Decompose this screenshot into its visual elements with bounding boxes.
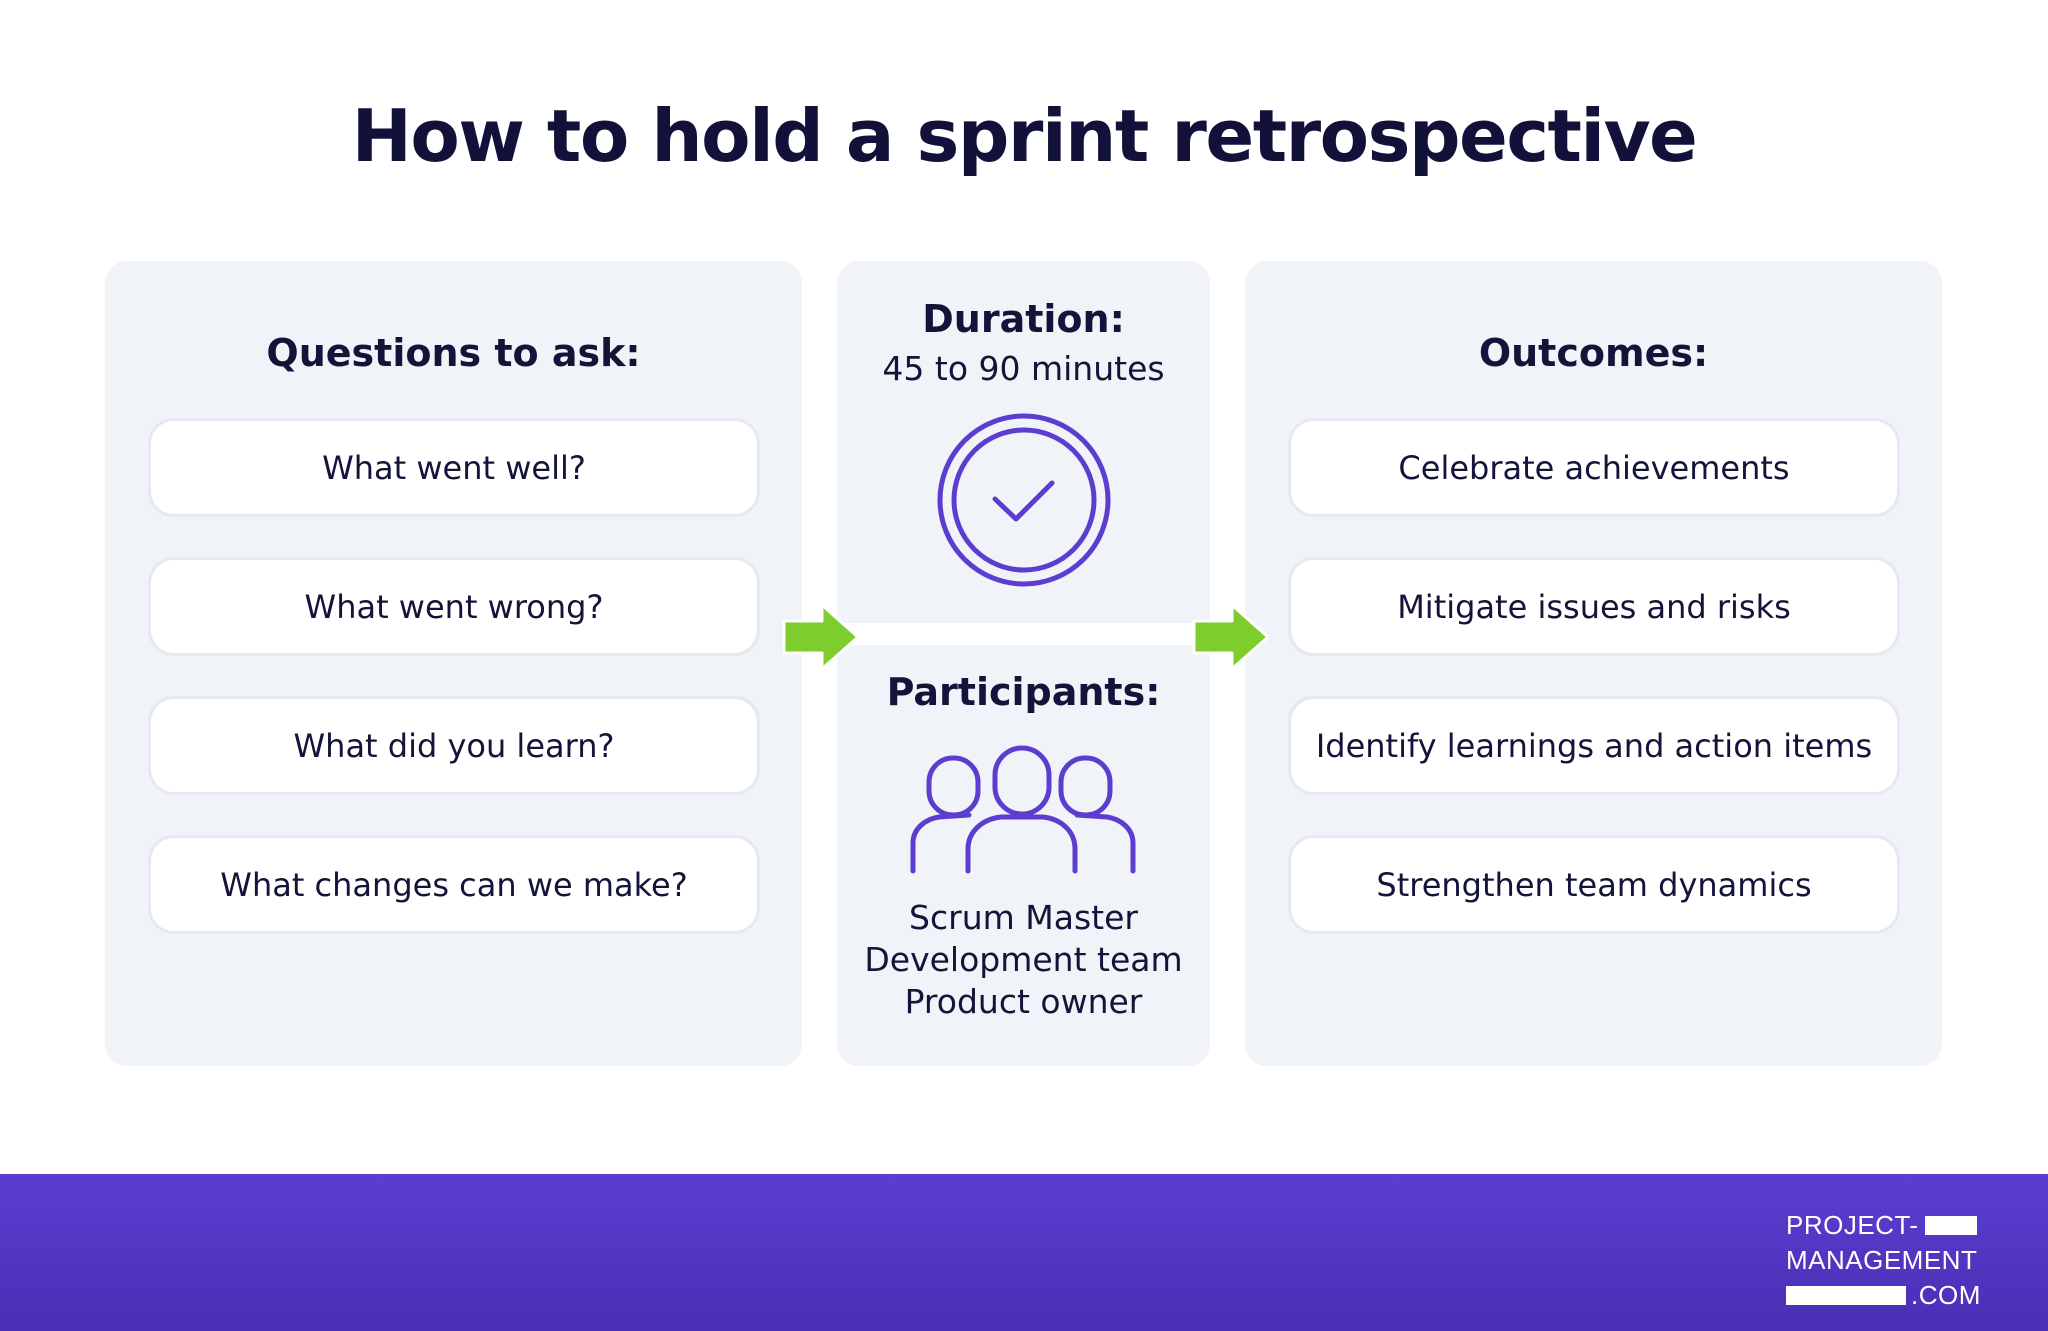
participants-list: Scrum Master Development team Product ow… bbox=[837, 897, 1210, 1023]
question-item: What changes can we make? bbox=[148, 835, 760, 934]
arrow-right-icon bbox=[1192, 603, 1270, 671]
outcome-item: Strengthen team dynamics bbox=[1288, 835, 1900, 934]
outcomes-panel: Outcomes: Celebrate achievements Mitigat… bbox=[1245, 261, 1942, 1066]
questions-panel: Questions to ask: What went well? What w… bbox=[105, 261, 802, 1066]
duration-panel: Duration: 45 to 90 minutes bbox=[837, 261, 1210, 623]
logo-line-1: PROJECT- bbox=[1786, 1210, 1919, 1240]
logo-bar bbox=[1786, 1286, 1906, 1305]
participant-item: Product owner bbox=[904, 982, 1143, 1021]
check-circle-icon bbox=[937, 413, 1111, 587]
question-item: What went well? bbox=[148, 418, 760, 517]
page-title: How to hold a sprint retrospective bbox=[351, 94, 1698, 178]
logo-line-3: .COM bbox=[1911, 1280, 1981, 1310]
duration-heading: Duration: bbox=[922, 297, 1125, 341]
duration-value: 45 to 90 minutes bbox=[882, 349, 1165, 388]
outcome-item: Mitigate issues and risks bbox=[1288, 557, 1900, 656]
footer-bar: PROJECT- MANAGEMENT .COM bbox=[0, 1174, 2048, 1331]
outcome-item: Celebrate achievements bbox=[1288, 418, 1900, 517]
logo-bar bbox=[1924, 1216, 1977, 1235]
logo-line-2: MANAGEMENT bbox=[1786, 1245, 1978, 1275]
questions-heading: Questions to ask: bbox=[266, 331, 641, 375]
site-logo[interactable]: PROJECT- MANAGEMENT .COM bbox=[1786, 1208, 1996, 1313]
question-item: What went wrong? bbox=[148, 557, 760, 656]
team-icon bbox=[910, 745, 1136, 874]
participant-item: Scrum Master bbox=[909, 898, 1138, 937]
question-item: What did you learn? bbox=[148, 696, 760, 795]
arrow-right-icon bbox=[782, 603, 860, 671]
outcomes-heading: Outcomes: bbox=[1478, 331, 1709, 375]
participant-item: Development team bbox=[864, 940, 1183, 979]
participants-panel: Participants: Scrum Master Development t… bbox=[837, 645, 1210, 1066]
outcome-item: Identify learnings and action items bbox=[1288, 696, 1900, 795]
participants-heading: Participants: bbox=[886, 670, 1161, 714]
